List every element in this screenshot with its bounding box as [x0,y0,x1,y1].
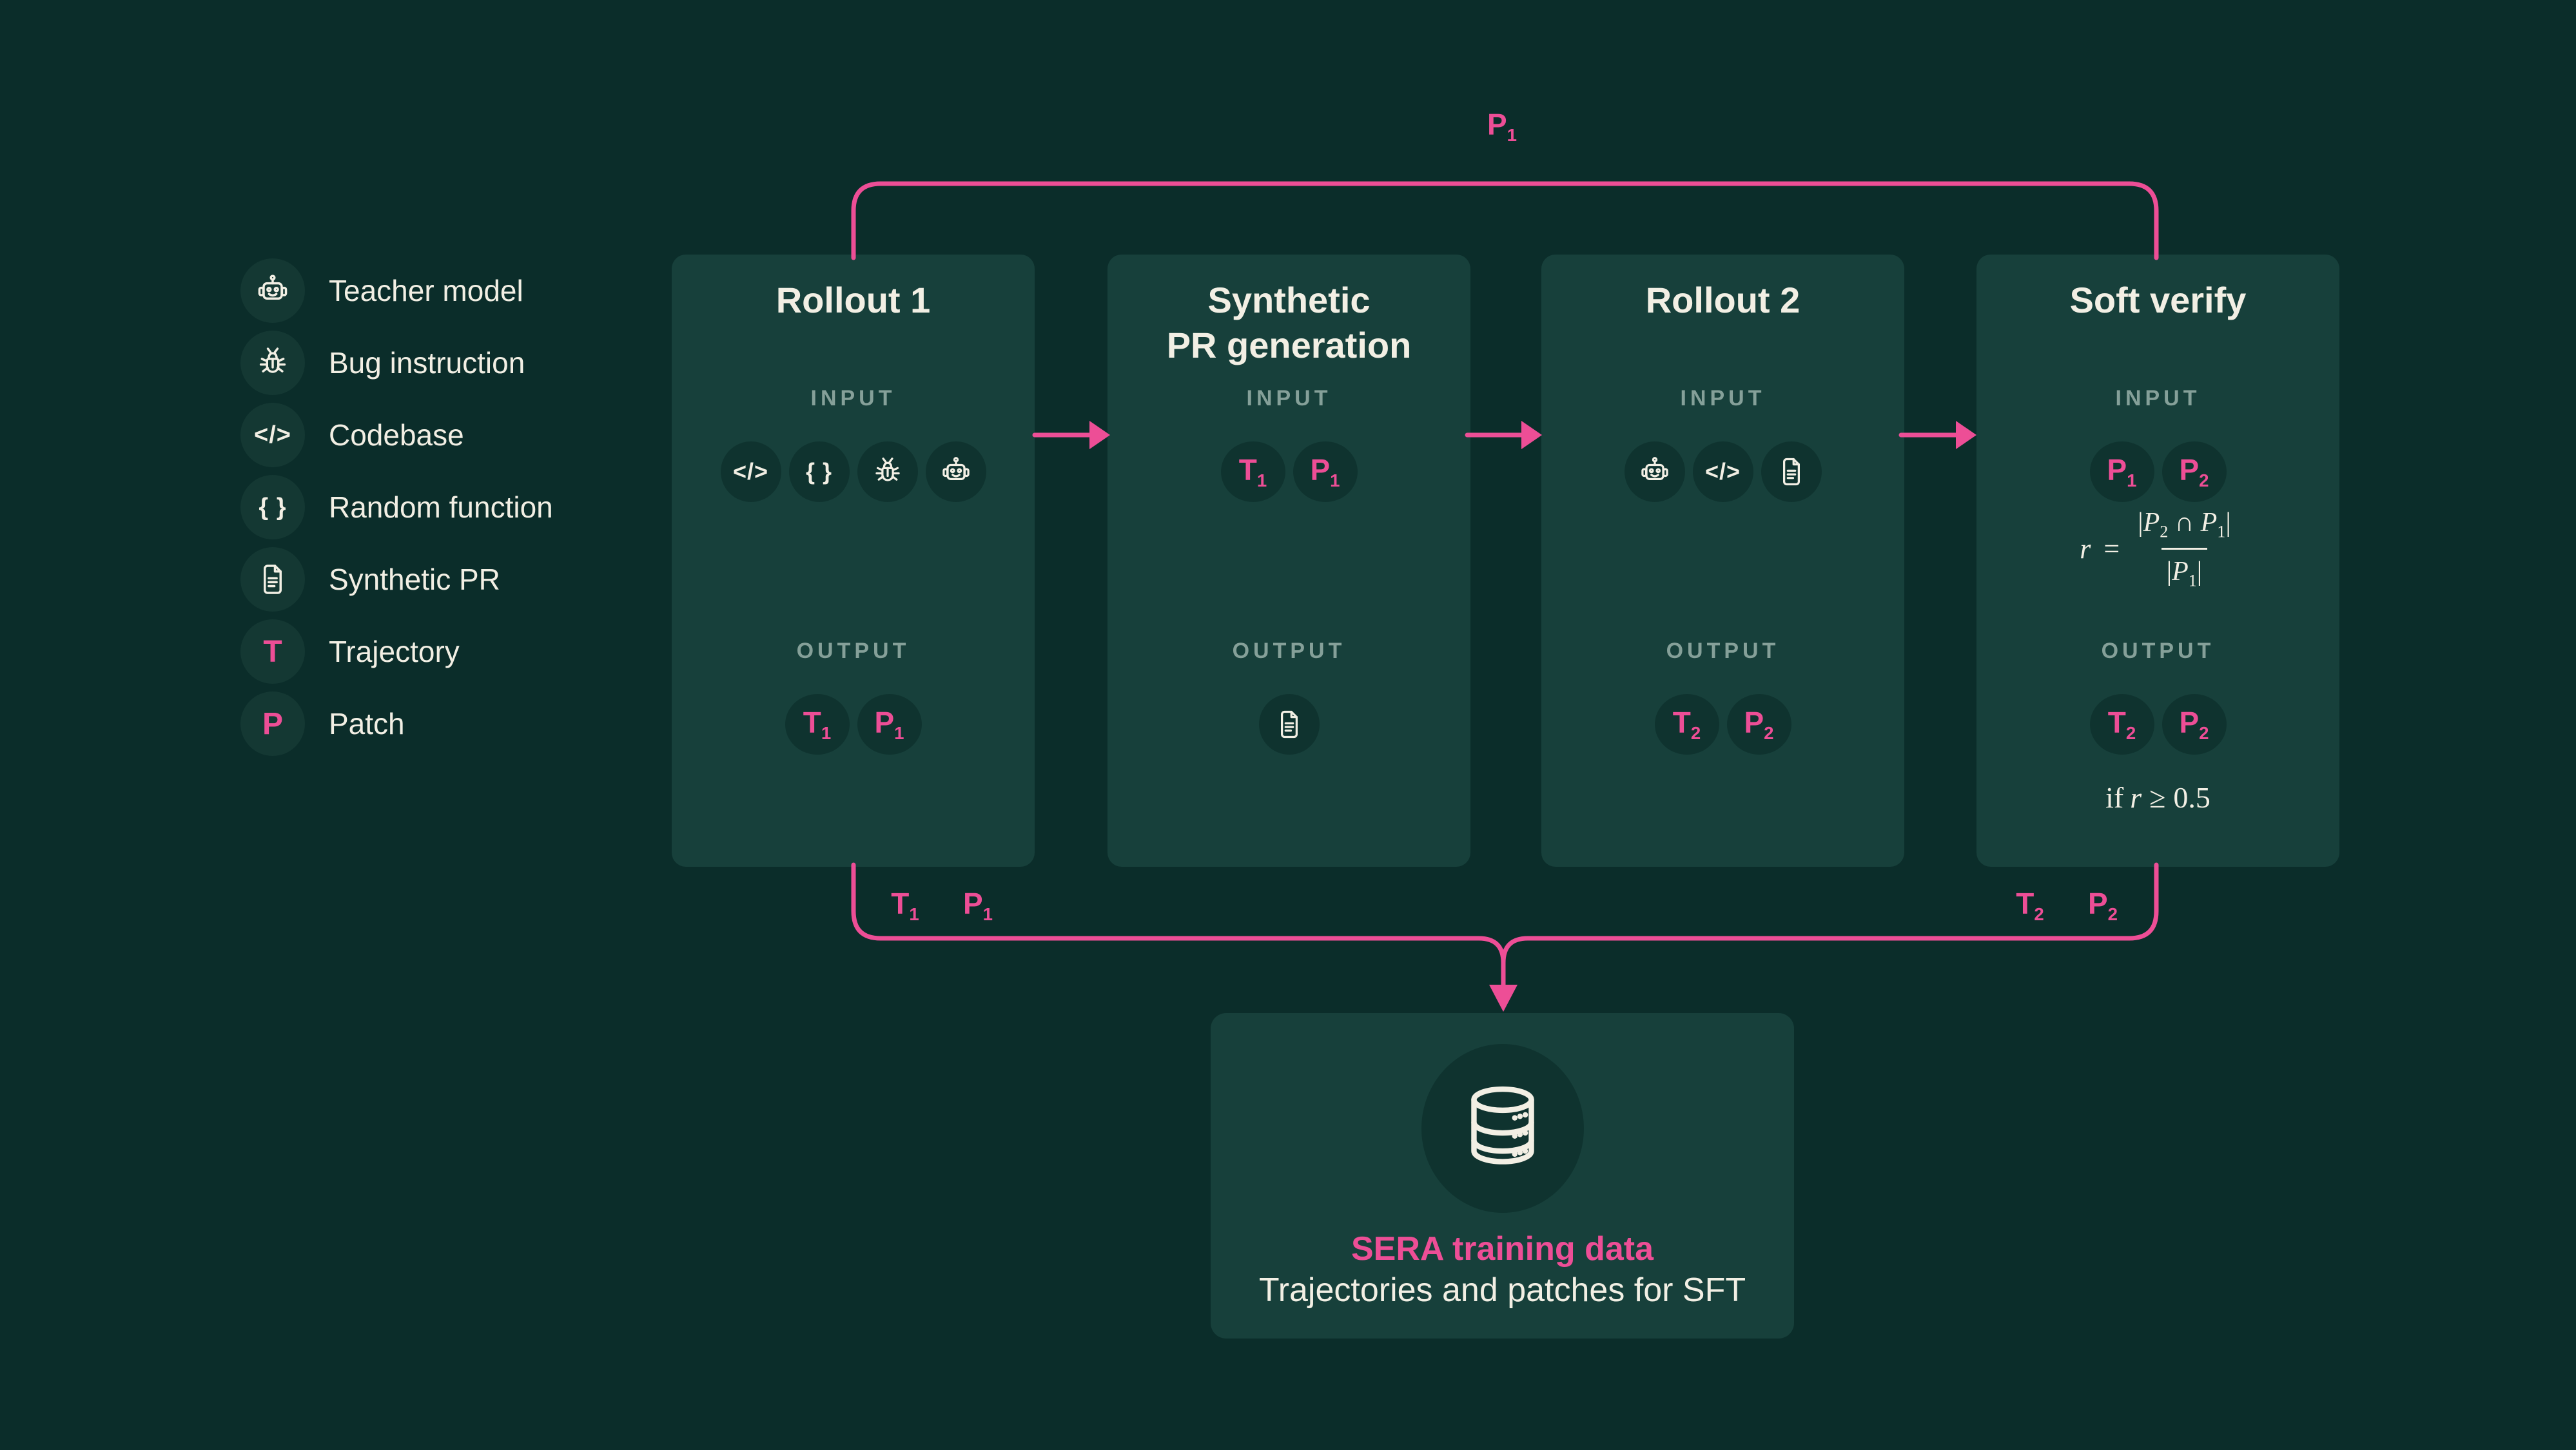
rollout2-input-row: </> [1541,441,1904,502]
rollout1-output-row: T1 P1 [672,694,1035,755]
input-section-label: INPUT [1246,386,1332,411]
patch-1-chip: P1 [1293,441,1358,502]
overlap-ratio-formula: r = |P2∩P1| |P1| [2080,508,2231,590]
card-rollout-2: Rollout 2 INPUT </> OUTPUT T2 P2 [1541,255,1904,867]
input-section-label: INPUT [2115,386,2201,411]
patch-1-chip: P1 [2089,441,2154,502]
code-icon: </> [240,403,305,467]
document-icon [1761,441,1822,502]
rollout2-output-row: T2 P2 [1541,694,1904,755]
legend-item-codebase: </> Codebase [240,403,553,467]
patch-1-chip: P1 [857,694,922,755]
legend-label: Synthetic PR [329,563,500,596]
card-soft-verify: Soft verify INPUT P1 P2 r = |P2∩P1| |P1|… [1976,255,2339,867]
trajectory-2-chip: T2 [1654,694,1719,755]
legend: Teacher model Bug instruction </> Codeba… [240,258,553,764]
database-icon-backdrop [1421,1044,1584,1213]
bottom-left-label-t1: T1 [891,886,919,925]
trajectory-letter-icon: T [240,619,305,684]
arrow-2-head [1521,421,1542,449]
legend-label: Bug instruction [329,346,525,380]
softverify-output-row: T2 P2 [1976,694,2339,755]
document-icon [240,547,305,612]
input-section-label: INPUT [1680,386,1766,411]
bottom-right-label-t2: T2 [2016,886,2044,925]
patch-2-chip: P2 [2161,694,2227,755]
card-synthetic-pr-generation: Synthetic PR generation INPUT T1 P1 OUTP… [1107,255,1470,867]
output-section-label: OUTPUT [2101,639,2215,663]
card-title: Rollout 2 [1645,280,1800,320]
legend-item-trajectory: T Trajectory [240,619,553,684]
synthetic-input-row: T1 P1 [1107,441,1470,502]
code-icon: </> [1692,441,1753,502]
legend-item-patch: P Patch [240,691,553,756]
output-section-label: OUTPUT [1232,639,1346,663]
bottom-right-label-p2: P2 [2087,886,2118,925]
top-loop-wire [851,181,2159,260]
robot-icon [1624,441,1685,502]
legend-item-bug-instruction: Bug instruction [240,331,553,395]
braces-icon: { } [788,441,850,502]
legend-item-teacher-model: Teacher model [240,258,553,323]
output-section-label: OUTPUT [1666,639,1780,663]
database-icon [1454,1080,1551,1177]
input-section-label: INPUT [810,386,896,411]
bug-icon [240,331,305,395]
document-icon [1258,694,1320,755]
legend-label: Random function [329,490,553,524]
collector-left-wire [851,862,1506,965]
legend-item-synthetic-pr: Synthetic PR [240,547,553,612]
card-title: Rollout 1 [776,280,931,320]
patch-2-chip: P2 [2161,441,2227,502]
legend-label: Patch [329,707,405,740]
datastore-subtitle: Trajectories and patches for SFT [1258,1271,1746,1309]
collector-right-wire [1501,862,2159,965]
top-loop-label: P1 [1487,107,1517,146]
synthetic-output-row [1107,694,1470,755]
braces-icon: { } [240,475,305,539]
card-title: Synthetic PR generation [1166,280,1412,365]
datastore-title: SERA training data [1351,1230,1654,1268]
legend-label: Trajectory [329,635,460,668]
card-rollout-1: Rollout 1 INPUT </> { } OUTPUT T1 P1 [672,255,1035,867]
bug-icon [857,441,918,502]
softverify-input-row: P1 P2 [1976,441,2339,502]
collector-arrow-head [1489,985,1517,1012]
patch-2-chip: P2 [1726,694,1791,755]
trajectory-1-chip: T1 [785,694,850,755]
sera-training-data-box: SERA training data Trajectories and patc… [1211,1013,1794,1339]
patch-letter-icon: P [240,691,305,756]
card-title: Soft verify [2069,280,2247,320]
bottom-left-label-p1: P1 [962,886,993,925]
legend-item-random-function: { } Random function [240,475,553,539]
output-section-label: OUTPUT [796,639,910,663]
arrow-3-head [1956,421,1976,449]
code-icon: </> [720,441,781,502]
legend-label: Codebase [329,418,464,452]
robot-icon [925,441,986,502]
legend-label: Teacher model [329,274,523,307]
trajectory-2-chip: T2 [2089,694,2154,755]
robot-icon [240,258,305,323]
rollout1-input-row: </> { } [672,441,1035,502]
trajectory-1-chip: T1 [1220,441,1285,502]
